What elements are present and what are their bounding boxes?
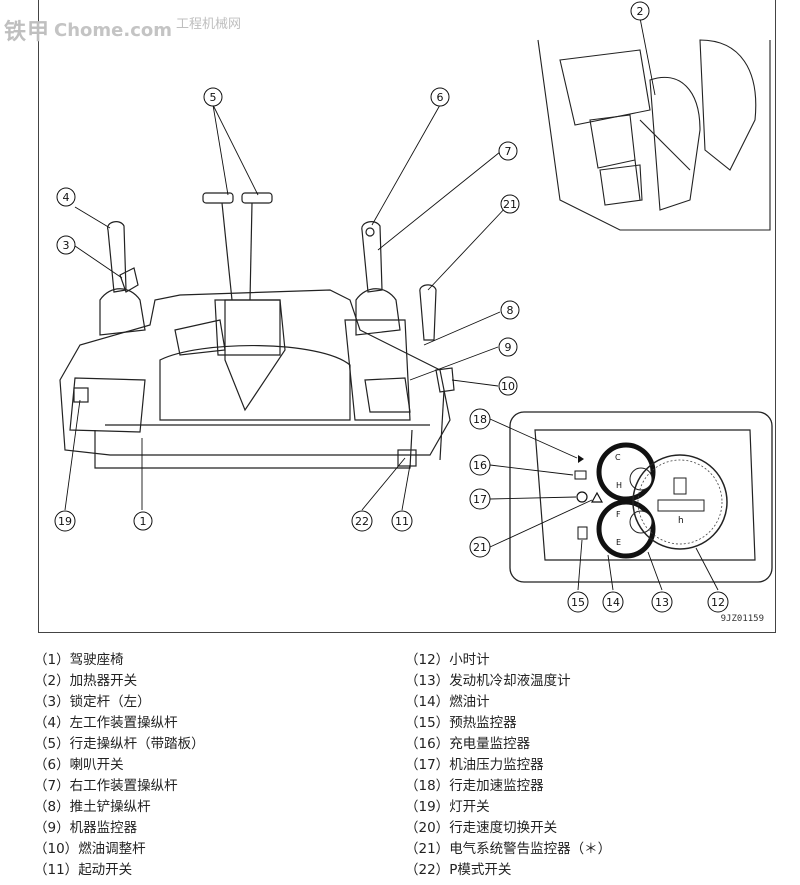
watermark: 铁甲 Chome.com 工程机械网 bbox=[4, 6, 241, 54]
legend-item: （16）充电量监控器 bbox=[405, 736, 531, 752]
svg-text:2: 2 bbox=[637, 5, 644, 18]
hour-meter-unit: h bbox=[678, 516, 684, 526]
watermark-brand-small: 工程机械网 bbox=[176, 16, 242, 32]
legend-item: （22）P模式开关 bbox=[405, 862, 512, 878]
operator-cab-diagram: C H F E h bbox=[54, 1, 773, 613]
callout-22: 22 bbox=[351, 510, 373, 532]
callout-8: 8 bbox=[500, 300, 520, 320]
legend-item: （1）驾驶座椅 bbox=[34, 652, 124, 668]
legend-item: （3）锁定杆（左） bbox=[34, 694, 151, 710]
legend-left-column: （1）驾驶座椅 （2）加热器开关 （3）锁定杆（左） （4）左工作装置操纵杆 （… bbox=[34, 650, 205, 881]
hour-meter bbox=[632, 454, 728, 550]
legend-item: （5）行走操纵杆（带踏板） bbox=[34, 736, 205, 752]
callout-14: 14 bbox=[602, 591, 624, 613]
temp-gauge-mark-c: C bbox=[615, 453, 621, 462]
callout-9: 9 bbox=[498, 337, 518, 357]
svg-text:13: 13 bbox=[655, 596, 669, 609]
svg-text:8: 8 bbox=[507, 304, 514, 317]
legend-item: （14）燃油计 bbox=[405, 694, 490, 710]
legend-item: （17）机油压力监控器 bbox=[405, 757, 544, 773]
watermark-url: Chome.com bbox=[54, 19, 172, 41]
svg-text:19: 19 bbox=[58, 515, 72, 528]
svg-text:7: 7 bbox=[505, 145, 512, 158]
legend-item: （10）燃油调整杆 bbox=[34, 841, 146, 857]
legend-item: （6）喇叭开关 bbox=[34, 757, 124, 773]
svg-text:5: 5 bbox=[210, 91, 217, 104]
svg-text:6: 6 bbox=[437, 91, 444, 104]
callout-13: 13 bbox=[651, 591, 673, 613]
legend-item: （9）机器监控器 bbox=[34, 820, 138, 836]
callout-3: 3 bbox=[56, 235, 76, 255]
svg-text:18: 18 bbox=[473, 413, 487, 426]
leader-lines bbox=[64, 17, 719, 591]
svg-text:21: 21 bbox=[473, 541, 487, 554]
svg-text:14: 14 bbox=[606, 596, 620, 609]
callout-5: 5 bbox=[203, 87, 223, 107]
legend-item: （11）起动开关 bbox=[34, 862, 133, 878]
callout-19: 19 bbox=[54, 510, 76, 532]
watermark-brand: 铁甲 bbox=[4, 20, 51, 45]
callout-21-top: 21 bbox=[500, 194, 520, 214]
callout-12: 12 bbox=[707, 591, 729, 613]
coolant-temp-gauge bbox=[596, 442, 656, 502]
svg-text:9: 9 bbox=[505, 341, 512, 354]
legend-item: （13）发动机冷却液温度计 bbox=[405, 673, 571, 689]
legend-item: （2）加热器开关 bbox=[34, 673, 138, 689]
svg-text:12: 12 bbox=[711, 596, 725, 609]
callout-11: 11 bbox=[391, 510, 413, 532]
temp-gauge-mark-h: H bbox=[616, 481, 622, 490]
legend-item: （18）行走加速监控器 bbox=[405, 778, 544, 794]
legend-item: （21）电气系统警告监控器（＊） bbox=[405, 841, 612, 857]
battery-charge-icon bbox=[574, 470, 587, 480]
svg-text:4: 4 bbox=[63, 191, 70, 204]
figure-id: 9JZ01159 bbox=[720, 614, 764, 624]
svg-text:1: 1 bbox=[140, 515, 147, 528]
preheat-icon bbox=[577, 526, 588, 540]
svg-text:22: 22 bbox=[355, 515, 369, 528]
legend-item: （8）推土铲操纵杆 bbox=[34, 799, 151, 815]
svg-text:3: 3 bbox=[63, 239, 70, 252]
svg-text:11: 11 bbox=[395, 515, 409, 528]
seat-console-drawing bbox=[59, 192, 455, 469]
legend-item: （12）小时计 bbox=[405, 652, 490, 668]
svg-text:10: 10 bbox=[501, 380, 515, 393]
callout-16: 16 bbox=[469, 454, 491, 476]
callout-1: 1 bbox=[133, 511, 153, 531]
svg-text:21: 21 bbox=[503, 198, 517, 211]
figure-frame bbox=[38, 0, 776, 633]
fuel-gauge bbox=[596, 499, 656, 559]
callout-17: 17 bbox=[469, 488, 491, 510]
fuel-gauge-mark-f: F bbox=[616, 510, 621, 519]
legend-item: （7）右工作装置操纵杆 bbox=[34, 778, 178, 794]
oil-pressure-icon bbox=[576, 491, 588, 503]
cab-inset-drawing bbox=[537, 39, 771, 231]
callout-7: 7 bbox=[498, 141, 518, 161]
fuel-gauge-mark-e: E bbox=[616, 538, 621, 547]
travel-speed-icon bbox=[578, 455, 584, 463]
callout-2: 2 bbox=[630, 1, 650, 21]
warning-triangle-icon bbox=[590, 491, 604, 503]
callout-21-panel: 21 bbox=[469, 536, 491, 558]
legend-right-column: （12）小时计 （13）发动机冷却液温度计 （14）燃油计 （15）预热监控器 … bbox=[405, 650, 611, 881]
legend-item: （19）灯开关 bbox=[405, 799, 490, 815]
svg-text:16: 16 bbox=[473, 459, 487, 472]
callout-10: 10 bbox=[498, 376, 518, 396]
callout-6: 6 bbox=[430, 87, 450, 107]
callout-4: 4 bbox=[56, 187, 76, 207]
callout-markers: 2 5 6 7 21 8 9 10 4 3 19 1 22 11 18 16 1… bbox=[54, 1, 729, 613]
callout-15: 15 bbox=[567, 591, 589, 613]
legend-item: （15）预热监控器 bbox=[405, 715, 517, 731]
callout-18: 18 bbox=[469, 408, 491, 430]
machine-monitor-panel: C H F E h bbox=[509, 411, 773, 583]
legend-item: （4）左工作装置操纵杆 bbox=[34, 715, 178, 731]
svg-text:17: 17 bbox=[473, 493, 487, 506]
svg-text:15: 15 bbox=[571, 596, 585, 609]
legend-item: （20）行走速度切换开关 bbox=[405, 820, 558, 836]
